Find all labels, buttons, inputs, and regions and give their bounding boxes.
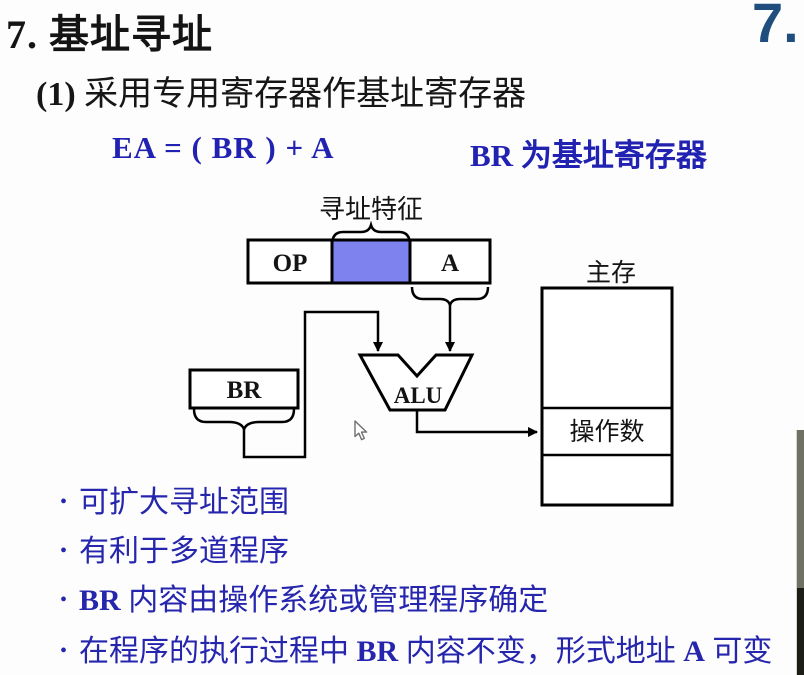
bullet-expand-range: •可扩大寻址范围: [60, 486, 290, 519]
subtitle-text: 采用专用寄存器作基址寄存器: [75, 76, 527, 113]
subtitle-index: (1): [36, 76, 76, 113]
bullet-multiprogramming: •有利于多道程序: [60, 535, 290, 568]
effective-address-formula: EA = ( BR ) + A: [112, 130, 335, 165]
alu-label: ALU: [394, 383, 443, 408]
alu-to-memory-arrow: [415, 410, 538, 437]
bullet-br-set-by-os: •BR 内容由操作系统或管理程序确定: [60, 584, 549, 617]
subtitle: (1) 采用专用寄存器作基址寄存器: [36, 66, 526, 115]
address-field-label: A: [441, 250, 459, 277]
bullet-br-fixed-a-variable: •在程序的执行过程中 BR 内容不变，形式地址 A 可变: [60, 635, 773, 668]
bullet-dot: •: [60, 640, 68, 662]
bullet-dot: •: [60, 540, 68, 562]
addressing-mode-field-box: [330, 238, 412, 285]
bullet-dot: •: [60, 589, 68, 611]
address-field-box: [408, 238, 492, 285]
base-register-box: [188, 368, 300, 410]
mouse-cursor-icon: [354, 420, 368, 441]
operand-cell-label: 操作数: [569, 418, 644, 446]
feature-field-overbrace: [330, 220, 412, 246]
corner-slide-number: 7.: [752, 0, 799, 54]
base-register-label: BR: [227, 377, 263, 404]
op-field-box: [246, 238, 334, 285]
page-title: 7. 基址寻址: [6, 12, 213, 57]
main-memory-label: 主存: [586, 259, 636, 287]
bullet-dot: •: [60, 491, 68, 513]
formula-note: BR 为基址寄存器: [470, 138, 707, 173]
alu-shape: [357, 353, 475, 412]
right-edge-overlay-dark: [796, 588, 804, 675]
base-register-to-alu-line: [242, 310, 383, 459]
op-field-label: OP: [273, 250, 308, 277]
addressing-feature-label: 寻址特征: [319, 195, 423, 224]
right-edge-overlay-gray: [796, 430, 804, 588]
address-field-underbrace: [410, 286, 490, 309]
main-memory-box: [540, 286, 674, 507]
base-register-underbrace: [192, 408, 296, 433]
